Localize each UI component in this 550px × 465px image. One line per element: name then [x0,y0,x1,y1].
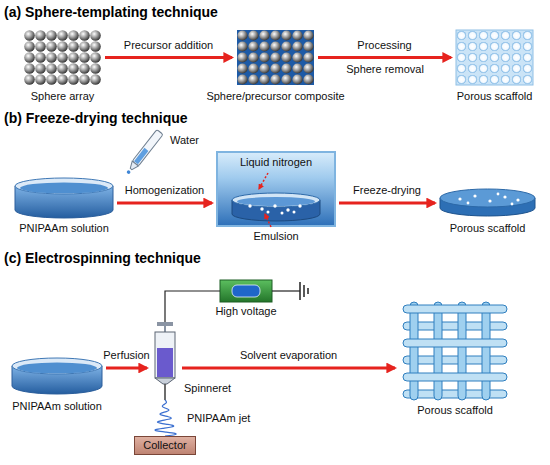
leader-line [265,214,271,227]
node-label: Liquid nitrogen [240,156,312,169]
node-label: Sphere/precursor composite [206,90,344,103]
annotation: Sphere removal [346,63,424,76]
panel-heading: (c) Electrospinning technique [4,250,201,266]
step-label: Processing [355,39,413,52]
pipette-water [134,148,148,164]
plunger-thumb [157,322,173,326]
annotation: Water [170,134,199,147]
process-arrow [182,367,395,370]
node-label: Porous scaffold [457,90,533,103]
syringe-tip [155,378,175,384]
node-label: Spinneret [184,382,231,395]
step-label: Perfusion [101,349,151,362]
scaffold-pores [458,193,519,206]
panel-heading: (b) Freeze-drying technique [4,110,188,126]
ground-symbol [300,282,308,300]
syringe-barrel [155,332,175,378]
syringe-solution [157,348,173,377]
dish-solution [17,363,97,374]
power-supply [220,280,272,302]
node-label: High voltage [215,305,276,318]
process-arrow [105,56,232,59]
step-label: PNIPAAm jet [185,412,252,425]
node-label: Porous scaffold [417,404,493,417]
step-label: Freeze-drying [351,184,423,197]
power-supply: High voltage [220,280,272,302]
step-label: Precursor addition [122,39,215,52]
node-label: Sphere array [31,90,95,103]
ground-wire [272,290,300,291]
precursor-fill [237,30,314,85]
polymer-jet [155,400,176,436]
power-display [232,285,260,297]
pipette-tip [128,161,139,171]
water-pipette [124,130,163,177]
process-arrow [339,202,435,205]
composite-spheres [237,30,314,85]
sphere-array: Sphere array [24,30,101,85]
node-label: Porous scaffold [450,222,526,235]
scaffold-block: Porous scaffold [456,30,533,85]
dish-solution [20,183,108,194]
nitrogen-bath [217,152,335,226]
nitrogen-bath: Liquid nitrogenEmulsion [217,152,335,226]
needle [164,384,166,400]
syringe: Spinneret [152,322,178,400]
emulsion-dish-rim [232,193,320,207]
scaffold-disc-top [440,189,535,207]
process-arrow [106,367,147,370]
power-wire [165,291,220,322]
composite-block: Sphere/precursor composite [237,30,314,85]
scaffold-block [456,30,533,85]
scaffold-pores [456,30,533,85]
node-label: Collector [143,439,186,452]
node-label: Emulsion [253,230,298,243]
scaffold-disc: Porous scaffold [440,188,535,218]
collector-plate: Collector [134,436,196,455]
pipette-tube [132,130,163,166]
emulsion-droplets [248,204,301,214]
solution-dish: PNIPAAm solution [15,178,113,218]
process-arrow [318,56,451,59]
process-arrow [117,202,212,205]
dish-rim [15,178,113,194]
panel-heading: (a) Sphere-templating technique [4,4,218,20]
water-drop [126,170,131,175]
step-label: Homogenization [123,184,207,197]
sphere-array-figure [24,30,101,85]
node-label: PNIPAAm solution [19,222,109,235]
node-label: PNIPAAm solution [12,400,102,413]
leader-line [259,173,268,189]
step-label: Solvent evaporation [238,349,339,362]
dish-rim [12,358,102,374]
fiber-scaffold: Porous scaffold [400,300,510,400]
solution-dish: PNIPAAm solution [12,358,102,394]
fiber-scaffold [403,302,507,400]
